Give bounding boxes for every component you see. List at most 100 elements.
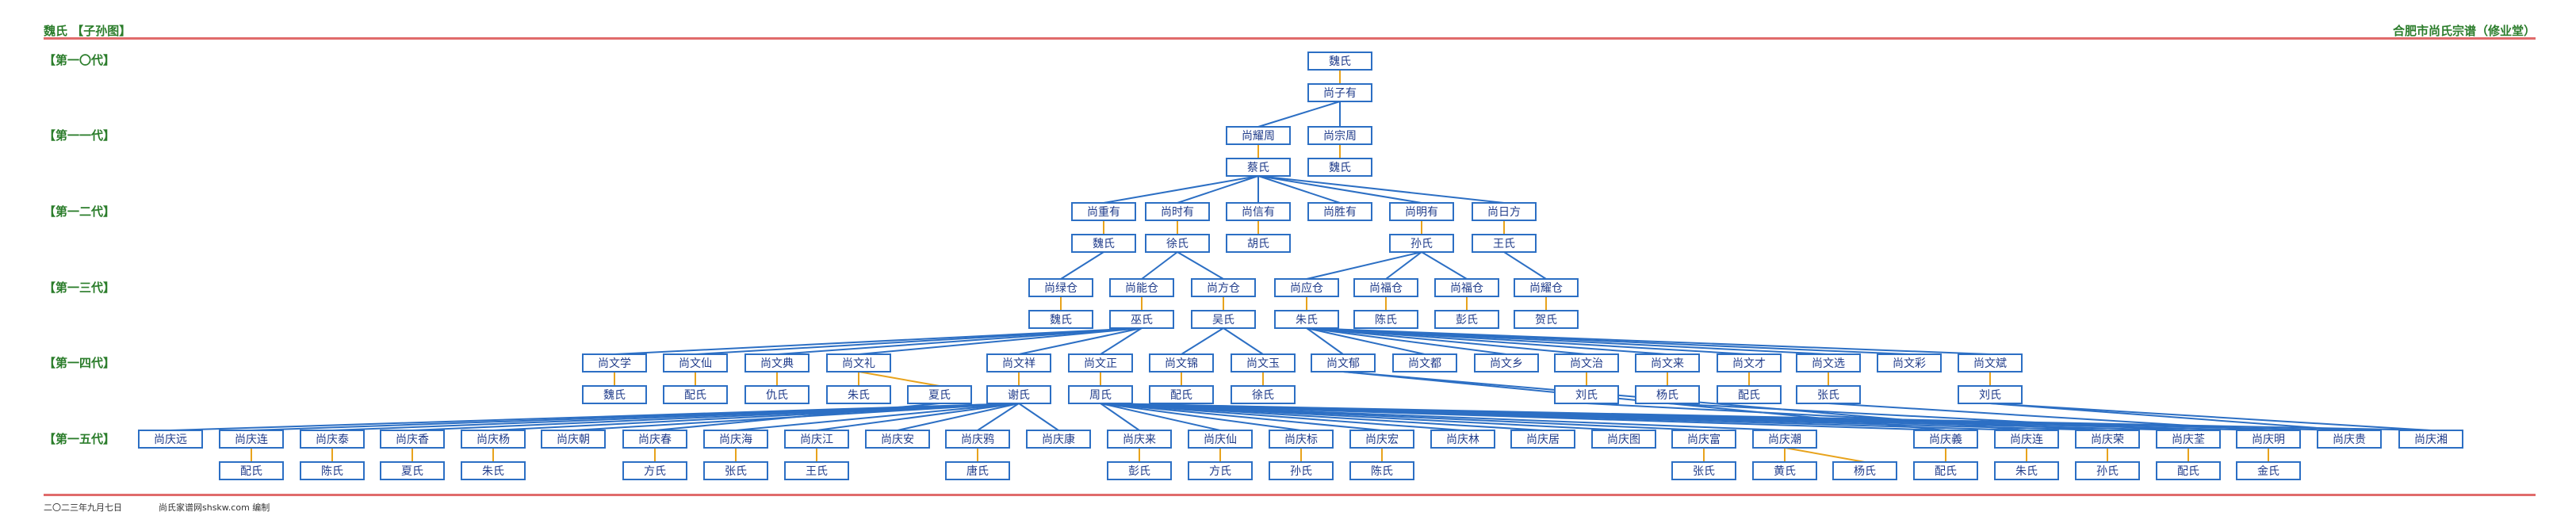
person-node[interactable]: 尚庆明	[2236, 430, 2301, 449]
person-node[interactable]: 配氏	[1717, 385, 1782, 404]
person-node[interactable]: 尚文治	[1554, 353, 1619, 372]
person-node[interactable]: 尚文来	[1635, 353, 1700, 372]
person-node[interactable]: 配氏	[663, 385, 728, 404]
person-node[interactable]: 尚庆荣	[2075, 430, 2140, 449]
person-node[interactable]: 彭氏	[1107, 461, 1172, 480]
person-node[interactable]: 尚庆湘	[2398, 430, 2463, 449]
person-node[interactable]: 陈氏	[1349, 461, 1414, 480]
person-node[interactable]: 尚庆仙	[1188, 430, 1253, 449]
person-node[interactable]: 尚宗周	[1307, 126, 1372, 145]
person-node[interactable]: 陈氏	[300, 461, 365, 480]
person-node[interactable]: 配氏	[1913, 461, 1978, 480]
person-node[interactable]: 尚文选	[1796, 353, 1861, 372]
person-node[interactable]: 尚庆荃	[2156, 430, 2221, 449]
person-node[interactable]: 尚庆康	[1026, 430, 1091, 449]
person-node[interactable]: 尚庆春	[622, 430, 687, 449]
person-node[interactable]: 尚庆居	[1510, 430, 1575, 449]
person-node[interactable]: 张氏	[1671, 461, 1736, 480]
person-node[interactable]: 尚庆图	[1591, 430, 1656, 449]
person-node[interactable]: 尚庆鸦	[945, 430, 1010, 449]
person-node[interactable]: 尚庆富	[1671, 430, 1736, 449]
person-node[interactable]: 尚庆朝	[541, 430, 606, 449]
person-node[interactable]: 周氏	[1068, 385, 1133, 404]
person-node[interactable]: 尚文都	[1392, 353, 1457, 372]
person-node[interactable]: 王氏	[1472, 234, 1537, 253]
person-node[interactable]: 王氏	[784, 461, 849, 480]
person-node[interactable]: 仇氏	[744, 385, 810, 404]
person-node[interactable]: 杨氏	[1832, 461, 1897, 480]
person-node[interactable]: 张氏	[1796, 385, 1861, 404]
person-node[interactable]: 尚文彩	[1877, 353, 1942, 372]
person-node[interactable]: 谢氏	[986, 385, 1051, 404]
person-node[interactable]: 尚庆義	[1913, 430, 1978, 449]
person-node[interactable]: 尚庆潮	[1752, 430, 1817, 449]
person-node[interactable]: 徐氏	[1145, 234, 1210, 253]
person-node[interactable]: 尚文仙	[663, 353, 728, 372]
person-node[interactable]: 尚文斌	[1958, 353, 2023, 372]
person-node[interactable]: 彭氏	[1434, 310, 1499, 329]
person-node[interactable]: 贺氏	[1514, 310, 1579, 329]
person-node[interactable]: 尚福仓	[1434, 278, 1499, 297]
person-node[interactable]: 配氏	[219, 461, 284, 480]
person-node[interactable]: 配氏	[1149, 385, 1214, 404]
person-node[interactable]: 配氏	[2156, 461, 2221, 480]
person-node[interactable]: 方氏	[622, 461, 687, 480]
person-node[interactable]: 尚文锦	[1149, 353, 1214, 372]
person-node[interactable]: 尚文乡	[1474, 353, 1539, 372]
person-node[interactable]: 夏氏	[907, 385, 972, 404]
person-node[interactable]: 尚庆海	[703, 430, 768, 449]
person-node[interactable]: 刘氏	[1554, 385, 1619, 404]
person-node[interactable]: 陈氏	[1353, 310, 1418, 329]
person-node[interactable]: 尚绿仓	[1028, 278, 1093, 297]
person-node[interactable]: 尚方仓	[1191, 278, 1256, 297]
person-node[interactable]: 尚胜有	[1307, 202, 1372, 221]
person-node[interactable]: 尚庆杨	[461, 430, 526, 449]
person-node[interactable]: 魏氏	[1307, 52, 1372, 71]
person-node[interactable]: 尚明有	[1389, 202, 1454, 221]
person-node[interactable]: 尚文玉	[1231, 353, 1296, 372]
person-node[interactable]: 金氏	[2236, 461, 2301, 480]
person-node[interactable]: 孙氏	[2075, 461, 2140, 480]
person-node[interactable]: 魏氏	[1307, 158, 1372, 177]
person-node[interactable]: 孙氏	[1389, 234, 1454, 253]
person-node[interactable]: 尚应仓	[1274, 278, 1339, 297]
person-node[interactable]: 尚文正	[1068, 353, 1133, 372]
person-node[interactable]: 尚福仓	[1353, 278, 1418, 297]
person-node[interactable]: 尚子有	[1307, 83, 1372, 102]
person-node[interactable]: 尚文学	[582, 353, 647, 372]
person-node[interactable]: 尚耀周	[1226, 126, 1291, 145]
person-node[interactable]: 朱氏	[826, 385, 891, 404]
person-node[interactable]: 刘氏	[1958, 385, 2023, 404]
person-node[interactable]: 魏氏	[1028, 310, 1093, 329]
person-node[interactable]: 尚文典	[744, 353, 810, 372]
person-node[interactable]: 尚庆泰	[300, 430, 365, 449]
person-node[interactable]: 方氏	[1188, 461, 1253, 480]
person-node[interactable]: 尚文郁	[1311, 353, 1376, 372]
person-node[interactable]: 尚庆远	[138, 430, 203, 449]
person-node[interactable]: 徐氏	[1231, 385, 1296, 404]
person-node[interactable]: 尚庆标	[1269, 430, 1334, 449]
person-node[interactable]: 巫氏	[1109, 310, 1174, 329]
person-node[interactable]: 尚耀仓	[1514, 278, 1579, 297]
person-node[interactable]: 夏氏	[380, 461, 445, 480]
person-node[interactable]: 尚庆林	[1430, 430, 1495, 449]
person-node[interactable]: 尚文才	[1717, 353, 1782, 372]
person-node[interactable]: 尚庆连	[1994, 430, 2059, 449]
person-node[interactable]: 黄氏	[1752, 461, 1817, 480]
person-node[interactable]: 尚庆江	[784, 430, 849, 449]
person-node[interactable]: 尚文祥	[986, 353, 1051, 372]
person-node[interactable]: 吴氏	[1191, 310, 1256, 329]
person-node[interactable]: 孙氏	[1269, 461, 1334, 480]
person-node[interactable]: 胡氏	[1226, 234, 1291, 253]
person-node[interactable]: 唐氏	[945, 461, 1010, 480]
person-node[interactable]: 尚庆连	[219, 430, 284, 449]
person-node[interactable]: 魏氏	[1071, 234, 1136, 253]
person-node[interactable]: 尚能仓	[1109, 278, 1174, 297]
person-node[interactable]: 尚信有	[1226, 202, 1291, 221]
person-node[interactable]: 尚文礼	[826, 353, 891, 372]
person-node[interactable]: 魏氏	[582, 385, 647, 404]
person-node[interactable]: 尚庆安	[865, 430, 930, 449]
person-node[interactable]: 尚时有	[1145, 202, 1210, 221]
person-node[interactable]: 杨氏	[1635, 385, 1700, 404]
person-node[interactable]: 尚庆宏	[1349, 430, 1414, 449]
